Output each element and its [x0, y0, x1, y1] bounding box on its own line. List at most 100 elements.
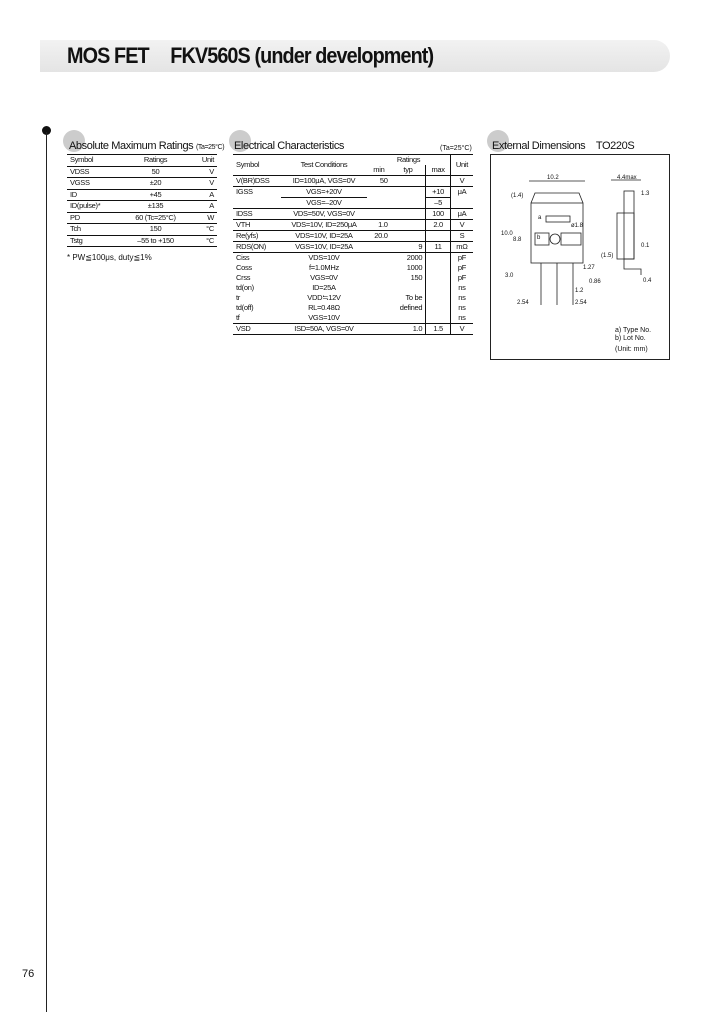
col-header: max — [425, 165, 451, 176]
cell-min — [367, 273, 391, 283]
cell-test: f=1.0MHz — [309, 263, 339, 272]
cell-unit: ns — [449, 303, 473, 313]
margin-dot — [42, 126, 51, 135]
table-cell: –55 to +150 — [137, 235, 174, 245]
cell-min — [367, 303, 391, 313]
cell-min — [367, 208, 391, 220]
cell-max — [425, 273, 451, 283]
cell-typ: 1000 — [406, 263, 423, 272]
table-cell: ID — [70, 189, 77, 199]
dimension-drawing: 10.2 4.4max 1.3 (1.4) 10.0 8.8 ø1.8 a b … — [490, 154, 670, 360]
cell-unit: pF — [449, 263, 473, 273]
table-cell: ±135 — [147, 201, 164, 211]
cell-typ: To be — [405, 293, 423, 302]
table-cell: A — [209, 201, 214, 211]
page-number: 76 — [22, 968, 35, 980]
cell-max — [425, 263, 451, 273]
dim-tab: 1.3 — [641, 191, 650, 197]
dim-pitch-w: 1.2 — [575, 288, 584, 294]
cell-max — [425, 313, 451, 324]
cell-test: VDD≒12V — [307, 293, 341, 302]
marking-a — [545, 215, 571, 223]
cell-symbol: td(off) — [236, 303, 254, 312]
cell-max: +10 — [425, 186, 451, 198]
cell-max: 11 — [425, 241, 451, 253]
mark-a-label: a — [538, 215, 542, 221]
package-tab — [530, 192, 584, 204]
cell-typ: 1.0 — [412, 324, 423, 333]
cell-max — [425, 252, 451, 263]
cell-test: VGS=–20V — [280, 197, 368, 209]
cell-min — [367, 263, 391, 273]
section-circle — [63, 130, 85, 152]
table-cell: V — [209, 178, 214, 188]
cell-unit: ns — [449, 293, 473, 303]
dim-height2: 8.8 — [513, 237, 522, 243]
abs-max-title: Absolute Maximum Ratings (Ta=25°C) — [69, 140, 225, 152]
dim-lead-w2: 0.86 — [589, 279, 601, 285]
dim-legend: a) Type No. b) Lot No. (Unit: mm) — [615, 327, 651, 354]
cell-min — [367, 241, 391, 253]
dim-top: (1.4) — [511, 193, 524, 199]
dim-width: 10.2 — [547, 175, 559, 181]
cell-max — [425, 303, 451, 313]
table-cell: A — [209, 189, 214, 199]
table-cell: Tstg — [70, 235, 83, 245]
cell-test: VDS=10V, ID=25A — [280, 230, 368, 242]
cell-min — [367, 293, 391, 303]
cell-test: VDS=10V, ID=250μA — [280, 219, 368, 231]
col-header: Ratings — [396, 155, 421, 164]
cell-test: VDS=50V, VGS=0V — [280, 208, 368, 220]
dim-height1: 10.0 — [501, 231, 513, 237]
cell-typ — [390, 197, 426, 209]
table-row: tr VDD≒12V To be ns — [233, 293, 473, 303]
cell-symbol: V(BR)DSS — [233, 175, 281, 187]
table-row: td(off) RL=0.48Ω defined ns — [233, 303, 473, 313]
mark-b-label: b — [537, 235, 541, 241]
cell-symbol: Crss — [236, 273, 251, 282]
table-cell: V — [209, 166, 214, 176]
table-cell: 150 — [149, 224, 162, 234]
cell-symbol: Ciss — [236, 253, 250, 262]
marking-b — [534, 232, 550, 246]
table-cell: °C — [206, 235, 214, 245]
cell-min — [367, 197, 391, 209]
legend-unit: (Unit: mm) — [615, 346, 648, 353]
cell-max — [425, 283, 451, 293]
cell-symbol — [233, 197, 281, 209]
table-cell: ±20 — [149, 178, 162, 188]
col-header: min — [367, 165, 391, 176]
cell-typ: defined — [399, 303, 423, 312]
elec-condition: (Ta=25°C) — [440, 145, 472, 152]
dim-lead-w: 1.27 — [583, 265, 595, 271]
cell-min — [367, 313, 391, 324]
cell-typ — [390, 219, 426, 231]
cell-symbol: tf — [233, 313, 281, 324]
table-cell: Tch — [70, 224, 81, 234]
cell-typ — [390, 175, 426, 187]
cell-test: RL=0.48Ω — [308, 303, 340, 312]
cell-symbol: tr — [236, 293, 240, 302]
col-header: Ratings — [121, 154, 191, 167]
cell-max — [425, 175, 451, 187]
cell-unit: mΩ — [449, 241, 473, 253]
table-cell: W — [207, 212, 214, 222]
cell-unit: S — [449, 230, 473, 242]
cell-unit: V — [449, 219, 473, 231]
cell-symbol: IDSS — [233, 208, 281, 220]
cell-unit: V — [449, 323, 473, 335]
cell-min: 20.0 — [367, 230, 391, 242]
cell-min — [367, 187, 391, 198]
margin-line — [46, 132, 47, 1012]
